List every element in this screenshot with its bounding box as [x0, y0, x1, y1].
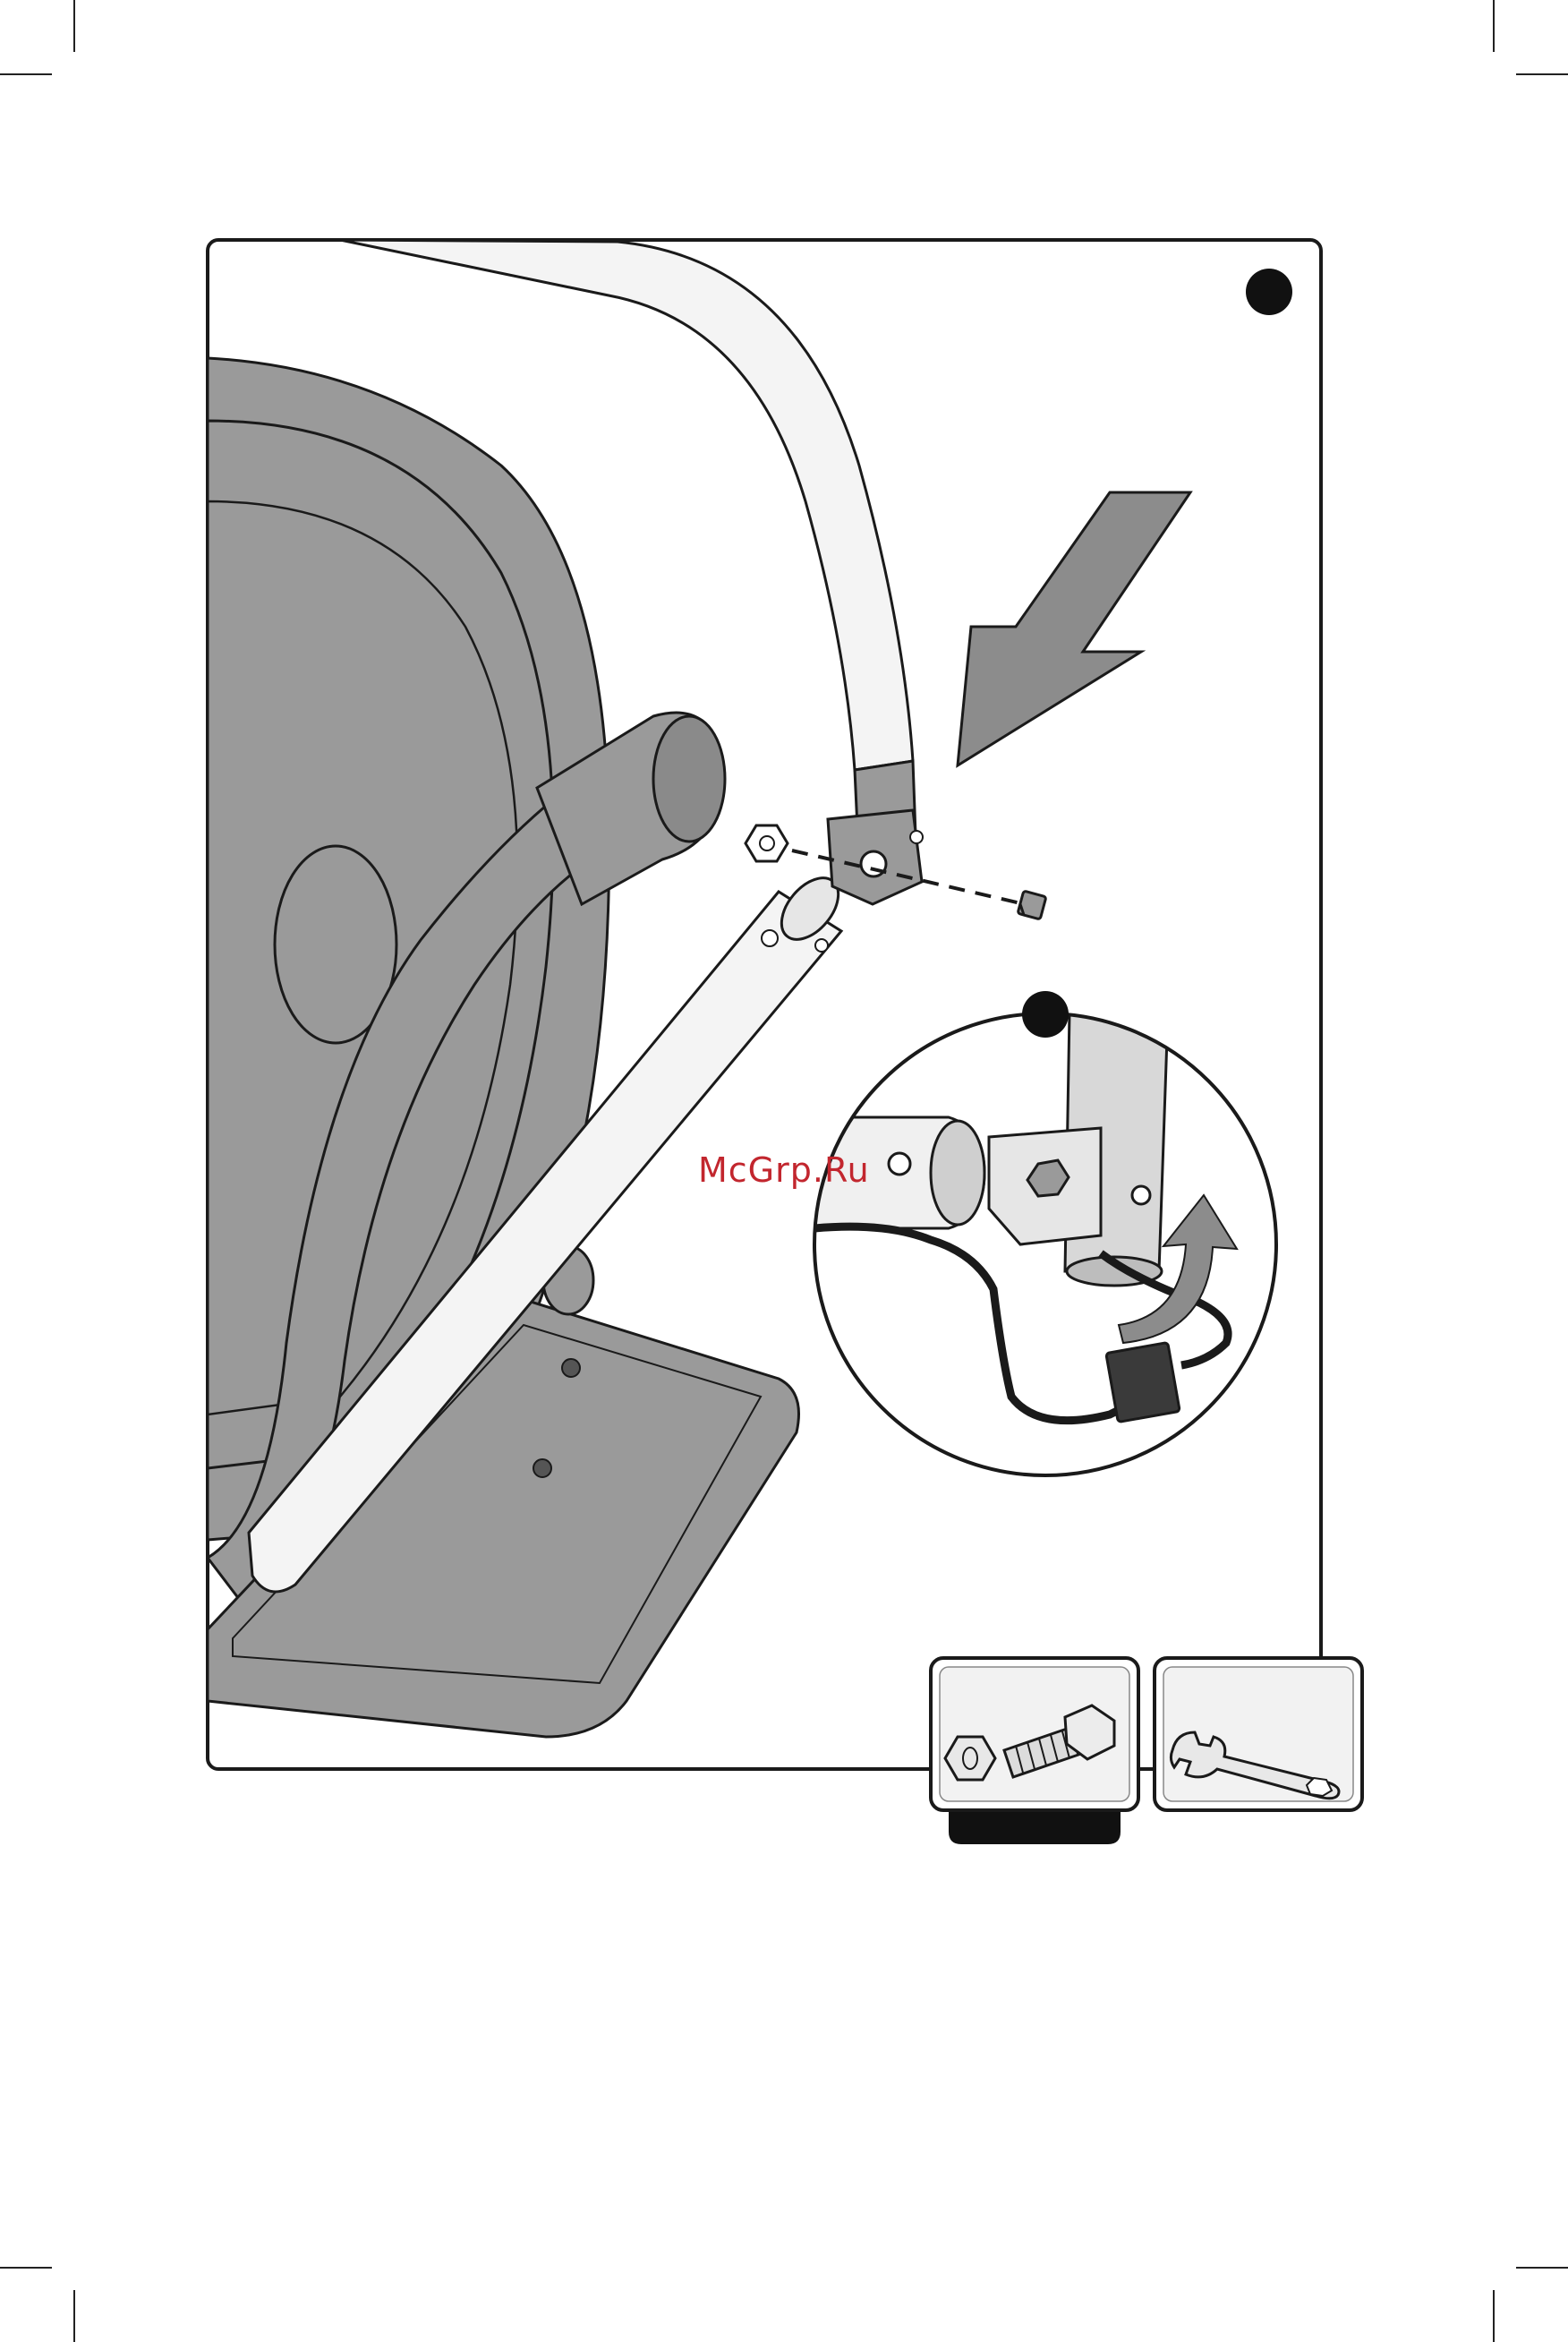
hex-nut — [746, 825, 788, 861]
detail-circle — [1022, 991, 1069, 1038]
watermark-text: McGrp.Ru — [698, 1150, 870, 1190]
hardware-bolt-nut-panel — [931, 1658, 1138, 1810]
tool-wrench-panel — [1155, 1658, 1362, 1810]
bolt — [1018, 891, 1046, 919]
cable-connector — [1106, 1343, 1180, 1423]
detail-inset — [814, 1012, 1276, 1475]
step-circle — [1246, 269, 1292, 315]
